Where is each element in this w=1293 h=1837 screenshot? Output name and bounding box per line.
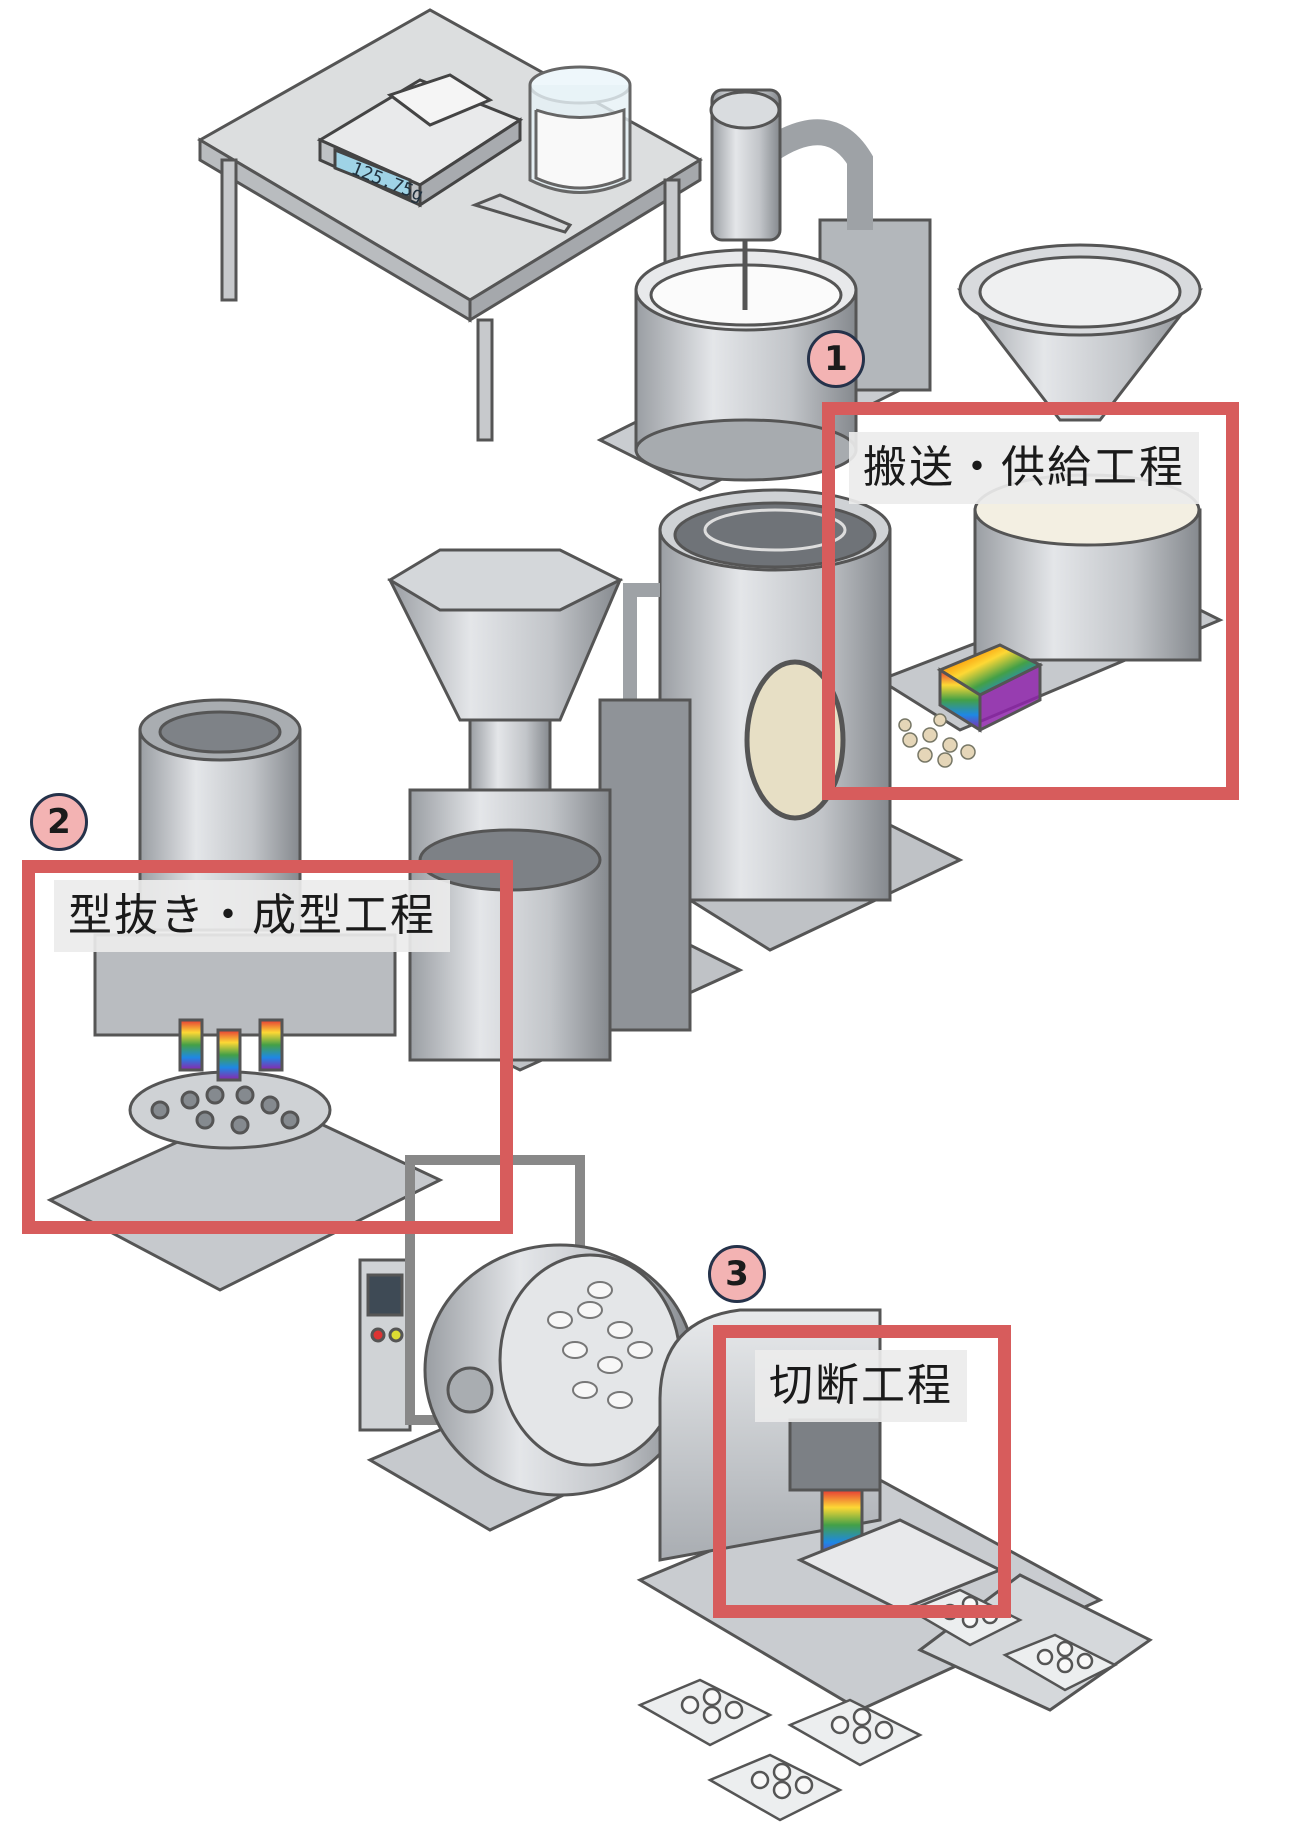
- blister-packs: [637, 1588, 1118, 1822]
- coating-drum: [358, 1155, 704, 1532]
- step-3-callout: [713, 1325, 1011, 1618]
- step-3-badge: 3: [708, 1245, 766, 1303]
- step-2-badge: 2: [30, 793, 88, 851]
- step-1-badge: 1: [807, 330, 865, 388]
- step-1-label: 搬送・供給工程: [849, 432, 1199, 504]
- beaker: [528, 65, 632, 194]
- granulator-hopper: [876, 243, 1224, 768]
- spatula: [470, 193, 573, 234]
- step-1-callout: [822, 402, 1239, 800]
- step-2-label: 型抜き・成型工程: [54, 880, 450, 952]
- step-2-callout: [22, 860, 513, 1234]
- step-3-label: 切断工程: [755, 1350, 967, 1422]
